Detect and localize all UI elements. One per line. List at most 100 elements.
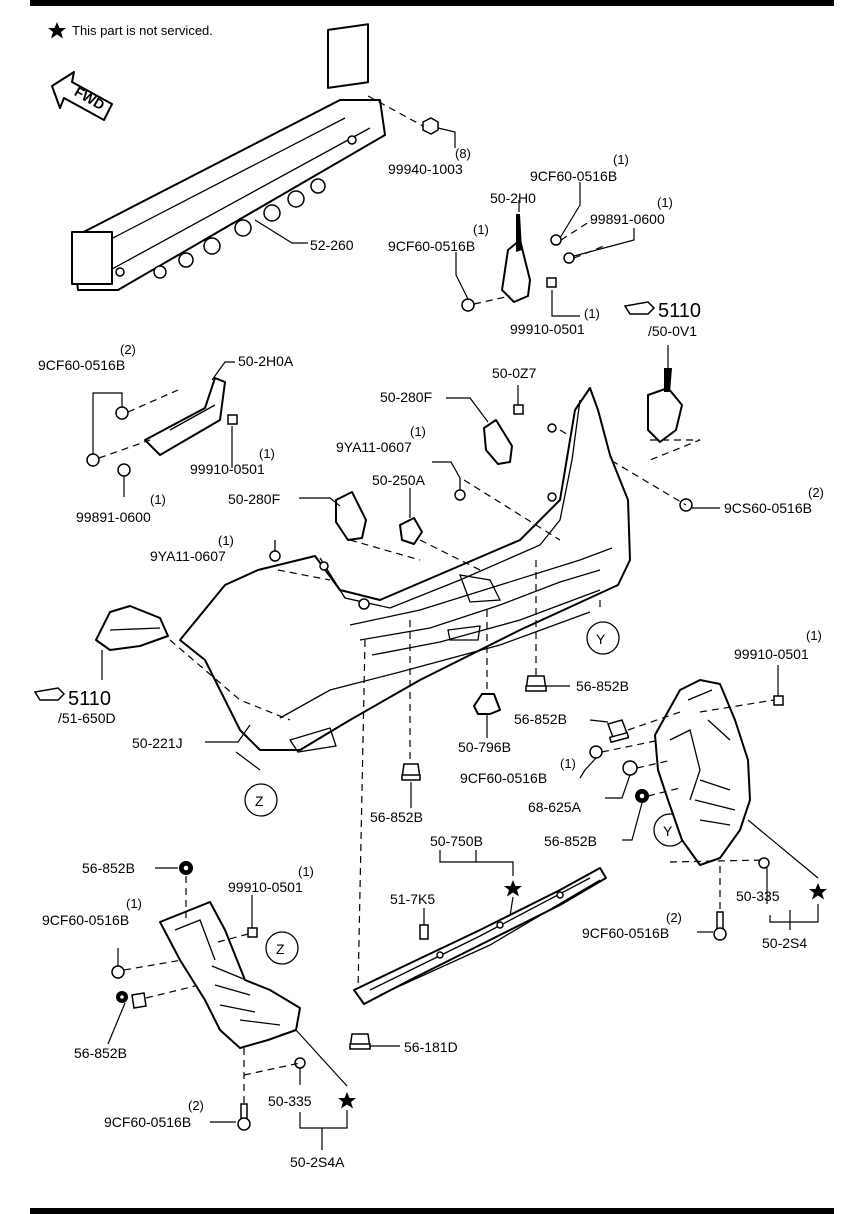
bolt-9CF60-right [589, 745, 603, 759]
label-50-2S4: 50-2S4 [762, 935, 807, 951]
star-icon-left [338, 1092, 356, 1109]
label-99910-right: 99910-0501 [734, 646, 809, 662]
clip-50-0Z7 [513, 404, 524, 415]
clip-56-181D [349, 1033, 371, 1050]
zone-y-upper-label: Y [596, 631, 606, 647]
label-9CS60: 9CS60-0516B [724, 500, 812, 516]
label-56-852B-e: 56-852B [82, 860, 135, 876]
zone-z-upper: Z [244, 783, 278, 817]
qty-99891-top: (1) [657, 195, 673, 210]
label-9CF60-right: 9CF60-0516B [460, 770, 547, 786]
qty-9YA11-a: (1) [410, 424, 426, 439]
left-splash-shield [159, 901, 301, 1049]
label-9CF60-lm: 9CF60-0516B [42, 912, 129, 928]
nut-99910-right [773, 695, 784, 706]
clip-50-250A [399, 517, 423, 545]
label-50-750B: 50-750B [430, 833, 483, 849]
qty-9CF60-rb: (2) [666, 910, 682, 925]
label-50-221J: 50-221J [132, 735, 183, 751]
nut-99910-top [546, 277, 557, 288]
label-56-852B-a: 56-852B [576, 678, 629, 694]
label-50-280F-b: 50-280F [228, 491, 280, 507]
bracket-50-2H0A [144, 377, 226, 456]
washer-99891-top [563, 252, 575, 264]
zone-y-upper: Y [586, 621, 620, 655]
bolt-9CF60-top [550, 234, 562, 246]
clip-56-852B-b [607, 719, 630, 744]
bracket-50-2H0 [501, 214, 531, 303]
bolt-9CF60-lm [111, 965, 125, 979]
bolt-9CF60-left2 [86, 453, 100, 467]
label-56-852B-d: 56-852B [544, 833, 597, 849]
label-50-796B: 50-796B [458, 739, 511, 755]
label-50-335-left: 50-335 [268, 1093, 312, 1109]
label-99940-1003: 99940-1003 [388, 161, 463, 177]
bracket-50-280F-b [335, 491, 367, 541]
bracket-50-280F-a [483, 419, 513, 465]
label-56-852B-f: 56-852B [74, 1045, 127, 1061]
zone-z-lower-label: Z [276, 941, 285, 957]
label-52-260: 52-260 [310, 237, 354, 253]
note-text: This part is not serviced. [72, 23, 213, 38]
label-9CF60-mid: 9CF60-0516B [388, 238, 475, 254]
right-lamp-bracket [647, 368, 683, 443]
label-50-0Z7: 50-0Z7 [492, 365, 537, 381]
label-51-7K5: 51-7K5 [390, 891, 435, 907]
label-50-250A: 50-250A [372, 472, 426, 488]
qty-9YA11-b: (1) [218, 533, 234, 548]
label-99891-left: 99891-0600 [76, 509, 151, 525]
clip-51-7K5 [419, 924, 429, 940]
qty-9CF60-mid: (1) [473, 222, 489, 237]
label-56-181D: 56-181D [404, 1039, 458, 1055]
qty-99910-right: (1) [806, 628, 822, 643]
clip-56-852B-c [401, 763, 421, 781]
left-lamp-bracket [95, 605, 169, 651]
washer-99891-left [117, 463, 131, 477]
label-50-2S4A: 50-2S4A [290, 1154, 345, 1170]
nut-99940 [422, 117, 439, 135]
label-99891-top: 99891-0600 [590, 211, 665, 227]
pointing-hand-icon-right [623, 301, 656, 315]
qty-99910-lm: (1) [298, 864, 314, 879]
label-9CF60-lb: 9CF60-0516B [104, 1114, 191, 1130]
nut-99910-left [227, 414, 238, 425]
label-50-2H0A: 50-2H0A [238, 353, 294, 369]
qty-99891-left: (1) [150, 492, 166, 507]
star-icon-trim [504, 880, 522, 897]
bolt-9CF60-lb [237, 1103, 251, 1131]
label-99910-lm: 99910-0501 [228, 879, 303, 895]
bolt-9CF60-rb [713, 911, 727, 941]
qty-9CF60-top: (1) [613, 152, 629, 167]
label-9CF60-rb: 9CF60-0516B [582, 925, 669, 941]
nut-99910-lm [247, 927, 258, 938]
nut-50-335-left [294, 1057, 306, 1069]
clip-50-796B [473, 693, 501, 715]
label-50-280F-a: 50-280F [380, 389, 432, 405]
bolt-9CF60-mid [461, 298, 475, 312]
label-56-852B-b: 56-852B [514, 711, 567, 727]
label-9CF60-left: 9CF60-0516B [38, 357, 125, 373]
ref-5110-left: 5110 [68, 688, 111, 710]
star-icon-right [809, 883, 827, 900]
qty-9CF60-lb: (2) [188, 1098, 204, 1113]
qty-9CF60-lm: (1) [126, 896, 142, 911]
zone-z-upper-label: Z [255, 793, 264, 809]
label-68-625A: 68-625A [528, 799, 582, 815]
ref-5110-left-sub: /51-650D [58, 710, 116, 726]
not-serviced-note: This part is not serviced. [48, 22, 213, 39]
screw-9YA11-b [269, 550, 281, 562]
top-border [30, 0, 834, 6]
zone-z-lower: Z [265, 931, 299, 965]
fwd-arrow: FWD [51, 71, 113, 121]
qty-9CS60: (2) [808, 485, 824, 500]
clip-56-852B-f [116, 991, 147, 1009]
ref-5110-right: 5110 [658, 300, 701, 322]
label-99910-left: 99910-0501 [190, 461, 265, 477]
ref-5110-right-sub: /50-0V1 [648, 323, 697, 339]
grommet-68-625A [622, 760, 638, 776]
lower-trim-50-750B [353, 867, 607, 1005]
bumper-reinforcement [71, 23, 386, 291]
label-50-2H0: 50-2H0 [490, 190, 536, 206]
star-icon [48, 22, 66, 39]
